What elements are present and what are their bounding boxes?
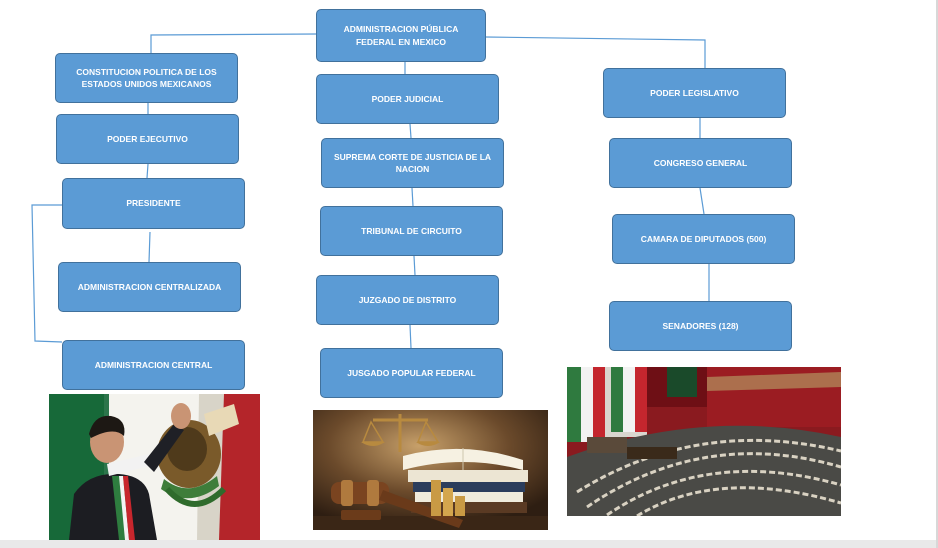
connector-suprema-to-tribunal [411,187,414,207]
node-administracion-centralizada: ADMINISTRACION CENTRALIZADA [58,262,241,312]
page-right-edge [936,0,938,548]
node-constitucion: CONSTITUCION POLITICA DE LOS ESTADOS UNI… [55,53,238,103]
connector-tribunal-to-juzgado [413,255,416,276]
connector-judicial-to-suprema [409,123,412,139]
node-congreso-general: CONGRESO GENERAL [609,138,792,188]
connector-presidente-to-centralizada [148,231,151,263]
president-photo [49,394,260,540]
node-suprema-corte: SUPREMA CORTE DE JUSTICIA DE LA NACION [321,138,504,188]
connector-root-to-left [150,33,317,53]
node-presidente: PRESIDENTE [62,178,245,229]
connector-ejecutivo-to-presidente [146,163,149,179]
node-jusgado-popular-federal: JUSGADO POPULAR FEDERAL [320,348,503,398]
node-juzgado-distrito: JUZGADO DE DISTRITO [316,275,499,325]
node-administracion-central: ADMINISTRACION CENTRAL [62,340,245,390]
node-root: ADMINISTRACION PÚBLICA FEDERAL EN MEXICO [316,9,486,62]
node-poder-judicial: PODER JUDICIAL [316,74,499,124]
connector-root-to-right [485,36,706,68]
node-tribunal-circuito: TRIBUNAL DE CIRCUITO [320,206,503,256]
connector-juzgado-to-popular [409,324,412,349]
node-camara-diputados: CAMARA DE DIPUTADOS (500) [612,214,795,264]
chamber-photo [567,367,841,516]
node-senadores: SENADORES (128) [609,301,792,351]
connector-presidente-bracket [31,204,63,343]
node-poder-legislativo: PODER LEGISLATIVO [603,68,786,118]
justice-photo [313,410,548,530]
page-bottom-edge [0,540,938,548]
node-poder-ejecutivo: PODER EJECUTIVO [56,114,239,164]
connector-congreso-to-diputados [699,187,705,215]
